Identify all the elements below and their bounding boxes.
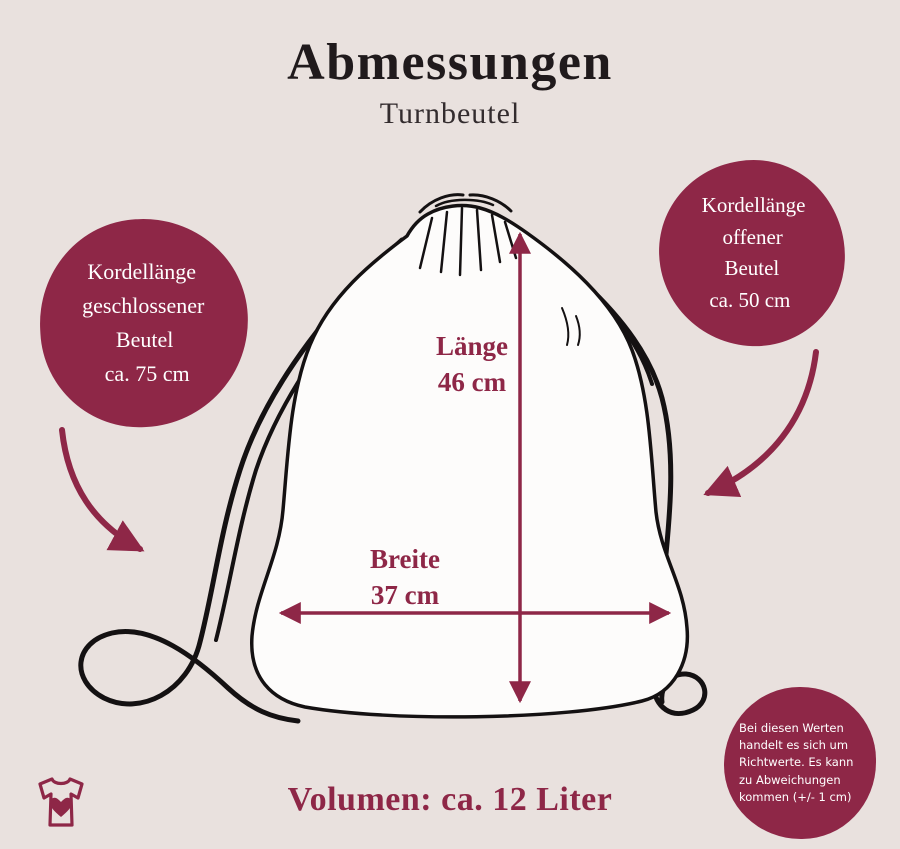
badge-line: Kordellänge [701, 193, 806, 218]
badge-line: ca. 75 cm [104, 361, 190, 387]
header: Abmessungen Turnbeutel [0, 34, 900, 131]
tshirt-heart-icon [38, 777, 84, 827]
length-measurement: Länge 46 cm [398, 328, 546, 401]
note-line: Richtwerte. Es kann [739, 755, 854, 770]
right-pointer-arrow [703, 349, 819, 498]
left-pointer-arrow [59, 427, 145, 552]
bag-crease-detail [561, 307, 581, 346]
width-value: 37 cm [370, 580, 440, 611]
note-line: zu Abweichungen [739, 772, 841, 787]
badge-line: geschlossener [82, 292, 205, 318]
badge-line: Beutel [724, 255, 779, 280]
length-value: 46 cm [437, 367, 507, 398]
left-cord [78, 237, 405, 724]
note-badge: Bei diesen Werten handelt es sich um Ric… [724, 687, 876, 839]
width-label: Breite [370, 544, 440, 574]
width-measurement: Breite 37 cm [330, 541, 480, 614]
volume-text: Volumen: ca. 12 Liter [287, 781, 613, 818]
page-title: Abmessungen [287, 34, 613, 91]
note-line: handelt es sich um [739, 738, 849, 753]
note-line: kommen (+/- 1 cm) [739, 789, 852, 804]
page-subtitle: Turnbeutel [379, 97, 521, 131]
bag-outline [250, 203, 690, 719]
note-line: Bei diesen Werten [739, 720, 844, 735]
badge-line: ca. 50 cm [709, 287, 791, 312]
length-label: Länge [435, 331, 508, 361]
badge-line: Kordellänge [86, 258, 196, 284]
badge-line: Beutel [116, 326, 174, 352]
badge-line: offener [722, 224, 783, 249]
